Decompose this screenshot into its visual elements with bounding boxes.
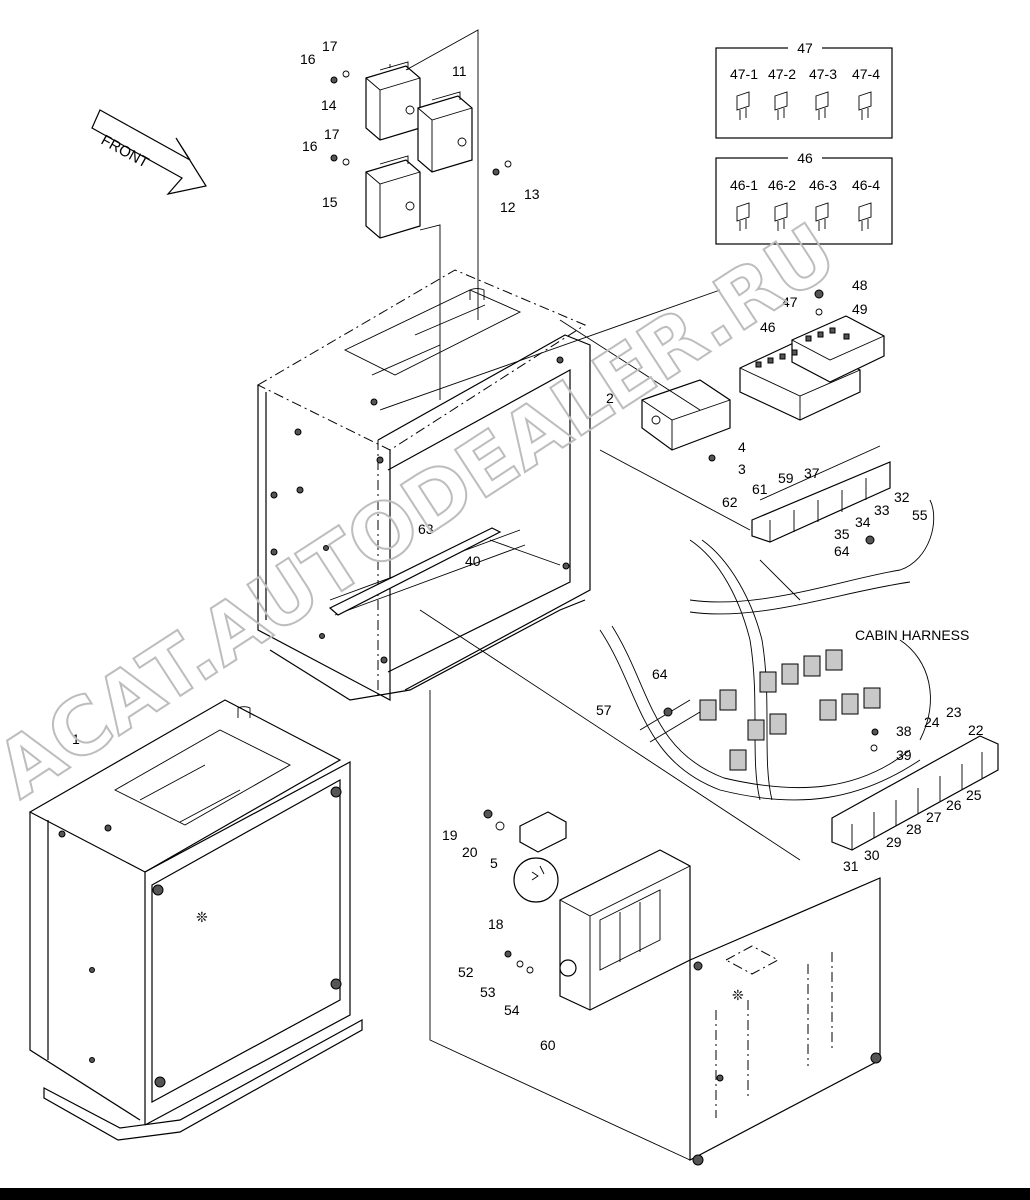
callout-17-upper: 17: [322, 38, 338, 54]
callout-46: 46: [760, 319, 776, 335]
callout-24: 24: [924, 714, 940, 730]
callout-19: 19: [442, 827, 458, 843]
callout-20: 20: [462, 844, 478, 860]
fuse-icon: [858, 202, 872, 231]
callout-15: 15: [322, 194, 338, 210]
callouts: 1 2 3 4 5 12 13 11 14 15 16 16 17 17 18 …: [72, 38, 984, 1053]
callout-31: 31: [843, 858, 859, 874]
fuse-47-3-label: 47-3: [809, 66, 837, 82]
relay-row-upper: [751, 445, 891, 543]
fuse-46-2-label: 46-2: [768, 177, 796, 193]
control-box-housing: ❊: [28, 699, 363, 1141]
callout-40: 40: [465, 553, 481, 569]
fuse-icon: [774, 202, 788, 231]
callout-13: 13: [524, 186, 540, 202]
fuse-icon: [736, 91, 750, 120]
callout-35: 35: [834, 526, 850, 542]
fuse-46-3-label: 46-3: [809, 177, 837, 193]
callout-52: 52: [458, 964, 474, 980]
cabin-harness: [599, 499, 935, 801]
asterisk-mark: ❊: [732, 987, 744, 1003]
bottom-border: [0, 1188, 1030, 1200]
relay-group-top: [330, 29, 512, 400]
callout-60: 60: [540, 1037, 556, 1053]
callout-32: 32: [894, 489, 910, 505]
callout-3: 3: [738, 461, 746, 477]
front-arrow: FRONT: [91, 109, 207, 195]
callout-55: 55: [912, 507, 928, 523]
fuse-47-4-label: 47-4: [852, 66, 880, 82]
fuse-icon: [774, 91, 788, 120]
callout-25: 25: [966, 787, 982, 803]
callout-16-lower: 16: [302, 138, 318, 154]
callout-5: 5: [490, 855, 498, 871]
callout-16-upper: 16: [300, 51, 316, 67]
callout-22: 22: [968, 722, 984, 738]
fuse-47-2-label: 47-2: [768, 66, 796, 82]
fuse-47-1-label: 47-1: [730, 66, 758, 82]
callout-17-lower: 17: [324, 126, 340, 142]
callout-1: 1: [72, 731, 80, 747]
callout-33: 33: [874, 502, 890, 518]
callout-62: 62: [722, 494, 738, 510]
fuse-box-46: 46 46-1 46-2 46-3 46-4: [715, 150, 893, 245]
callout-63: 63: [418, 521, 434, 537]
callout-28: 28: [906, 821, 922, 837]
fuse-box-47-title: 47: [797, 40, 813, 56]
callout-54: 54: [504, 1002, 520, 1018]
callout-37: 37: [804, 465, 820, 481]
fuse-46-4-label: 46-4: [852, 177, 880, 193]
callout-61: 61: [752, 481, 768, 497]
callout-39: 39: [896, 747, 912, 763]
ecu-assembly: [483, 809, 691, 1011]
callout-14: 14: [321, 97, 337, 113]
callout-49: 49: [852, 301, 868, 317]
cabin-harness-label: CABIN HARNESS: [855, 627, 969, 643]
fuse-blocks: [739, 289, 885, 421]
callout-26: 26: [946, 797, 962, 813]
callout-47: 47: [782, 294, 798, 310]
watermark: ACAT.AUTODEALER.RU: [0, 207, 852, 816]
fuse-box-47: 47 47-1 47-2 47-3 47-4: [715, 40, 893, 139]
control-box-exploded: [256, 269, 591, 701]
callout-57: 57: [596, 702, 612, 718]
fuse-46-1-label: 46-1: [730, 177, 758, 193]
callout-64-upper: 64: [834, 543, 850, 559]
callout-4: 4: [738, 439, 746, 455]
fuse-icon: [815, 91, 829, 120]
callout-48: 48: [852, 277, 868, 293]
callout-59: 59: [778, 470, 794, 486]
callout-12: 12: [500, 199, 516, 215]
asterisk-mark: ❊: [196, 909, 208, 925]
back-plate: ❊: [689, 877, 882, 1166]
relay-row-lower: [831, 735, 999, 851]
callout-30: 30: [864, 847, 880, 863]
fuse-icon: [736, 202, 750, 231]
fuse-icon: [815, 202, 829, 231]
callout-38: 38: [896, 723, 912, 739]
callout-29: 29: [886, 834, 902, 850]
callout-2: 2: [606, 390, 614, 406]
fuse-icon: [858, 91, 872, 120]
callout-18: 18: [488, 916, 504, 932]
callout-34: 34: [855, 514, 871, 530]
controller-unit: [641, 379, 731, 462]
callout-11: 11: [452, 63, 467, 79]
fuse-box-46-title: 46: [797, 150, 813, 166]
callout-23: 23: [946, 704, 962, 720]
leader-lines: [379, 289, 801, 1161]
callout-53: 53: [480, 984, 496, 1000]
callout-27: 27: [926, 809, 942, 825]
callout-64-lower: 64: [652, 666, 668, 682]
